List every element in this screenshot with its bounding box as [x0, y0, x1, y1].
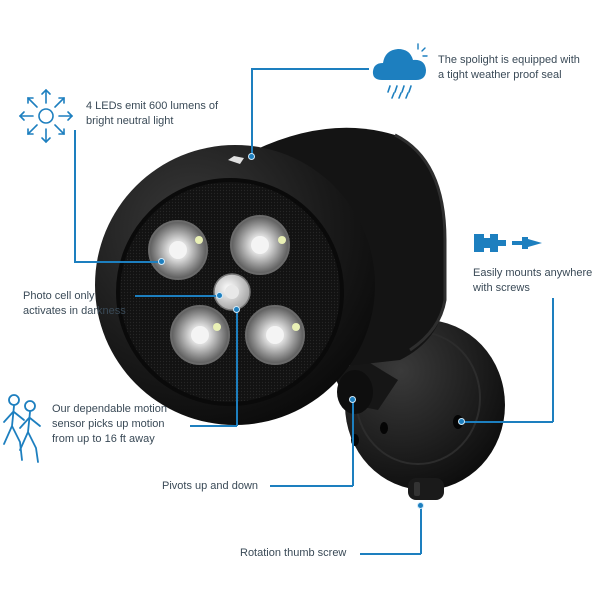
motion-callout-line3: from up to 16 ft away — [52, 433, 155, 445]
mount-pointer — [458, 418, 465, 425]
weather-callout-line2: a tight weather proof seal — [438, 69, 562, 81]
pivot-callout-text: Pivots up and down — [162, 480, 259, 492]
weather-seal-pointer — [248, 153, 255, 160]
pivot-callout: Pivots up and down — [162, 479, 258, 494]
motion-callout: Our dependable motion sensor picks up mo… — [52, 402, 167, 447]
leds-callout-line1: 4 LEDs emit 600 lumens of — [86, 100, 219, 112]
motion-callout-line1: Our dependable motion — [52, 403, 167, 415]
thumbscrew-pointer — [417, 502, 424, 509]
rain-cloud-icon — [372, 43, 428, 99]
photocell-callout: Photo cell only activates in darkness — [23, 289, 126, 319]
pivot-pointer — [349, 396, 356, 403]
photocell-callout-line2: activates in darkness — [23, 305, 126, 317]
photocell-callout-line1: Photo cell only — [23, 290, 95, 302]
mount-callout-line2: with screws — [473, 282, 530, 294]
mount-callout-line1: Easily mounts anywhere — [473, 267, 593, 279]
weather-callout-line1: The spolight is equipped with — [438, 54, 580, 66]
weather-callout: The spolight is equipped with a tight we… — [438, 53, 580, 83]
light-burst-icon — [18, 88, 74, 144]
motion-sensor-pointer — [233, 306, 240, 313]
thumbscrew-callout: Rotation thumb screw — [240, 546, 346, 561]
thumbscrew-callout-text: Rotation thumb screw — [240, 547, 347, 559]
leds-callout-line2: bright neutral light — [86, 115, 174, 127]
leds-pointer — [158, 258, 165, 265]
mount-callout: Easily mounts anywhere with screws — [473, 266, 592, 296]
photocell-pointer — [216, 292, 223, 299]
motion-callout-line2: sensor picks up motion — [52, 418, 165, 430]
leds-callout: 4 LEDs emit 600 lumens of bright neutral… — [86, 99, 218, 129]
screw-icon — [474, 234, 542, 252]
walking-people-icon — [3, 394, 41, 463]
